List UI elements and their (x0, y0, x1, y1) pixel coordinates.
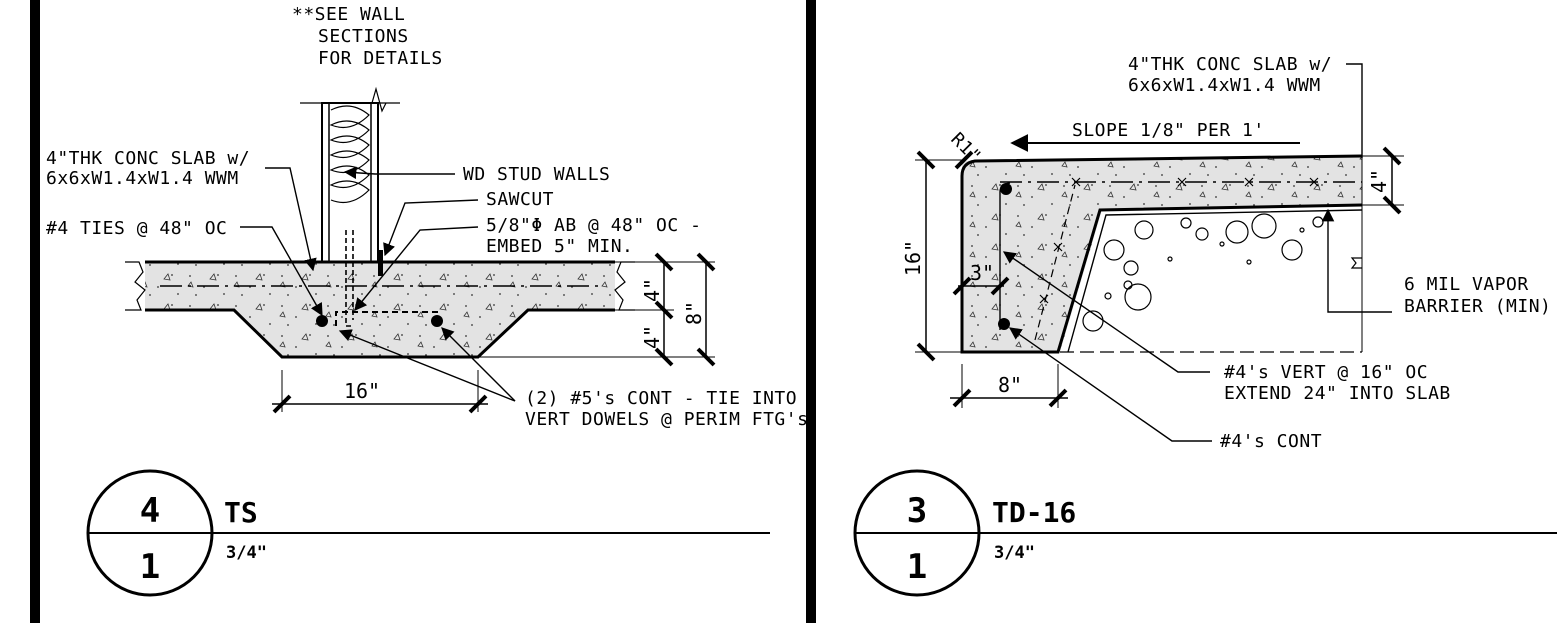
anchor-bolt (345, 230, 354, 327)
detail-4-title-block: 4 1 TS 3/4" (86, 469, 770, 597)
break-symbol-right (614, 261, 635, 311)
note-see-wall-line3: FOR DETAILS (318, 48, 443, 69)
note-ties: #4 TIES @ 48" OC (46, 218, 227, 239)
note-bars-line2: VERT DOWELS @ PERIM FTG's (525, 409, 808, 430)
detail-3-title-block: 3 1 TD-16 3/4" (853, 469, 1557, 597)
note-vapor-line1: 6 MIL VAPOR (1404, 274, 1529, 295)
leaders (240, 166, 516, 402)
mesh-x-marks (1039, 177, 1319, 304)
dim-ticks (654, 252, 716, 367)
detail-title: TS (224, 496, 258, 529)
dim-16-depth: 16" (901, 240, 925, 276)
note-vapor-line2: BARRIER (MIN) (1404, 296, 1551, 317)
turndown-footing (962, 156, 1362, 352)
detail-4-drawing (125, 86, 716, 414)
sheet-number: 1 (907, 547, 927, 587)
detail-number: 4 (140, 491, 160, 531)
detail-4-notes: **SEE WALL SECTIONS FOR DETAILS 4"THK CO… (46, 4, 808, 430)
note-cont: #4's CONT (1220, 431, 1322, 452)
detail-scale: 3/4" (994, 543, 1035, 563)
dim-4-top: 4" (640, 278, 664, 302)
note-slab-line2: 6x6xW1.4xW1.4 WWM (46, 168, 239, 189)
detail-number: 3 (907, 491, 927, 531)
gravel-fill (1082, 213, 1324, 332)
note-slab-line1: 4"THK CONC SLAB w/ (1128, 54, 1332, 75)
note-vert-line2: EXTEND 24" INTO SLAB (1224, 383, 1451, 404)
note-bolt-line1: 5/8"Φ AB @ 48" OC - (486, 215, 701, 236)
vapor-barrier (1067, 209, 1363, 353)
sheet-number: 1 (140, 547, 160, 587)
dim-8-total: 8" (682, 301, 706, 325)
dim-16-width: 16" (344, 379, 380, 403)
dim-4-bottom: 4" (640, 325, 664, 349)
note-slab-line1: 4"THK CONC SLAB w/ (46, 148, 250, 169)
note-bolt-line2: EMBED 5" MIN. (486, 236, 633, 257)
dim-ticks (916, 146, 1402, 408)
dim-4-slab: 4" (1367, 169, 1391, 193)
note-see-wall-line1: **SEE WALL (292, 4, 405, 25)
turndown-outline (960, 154, 1363, 354)
vert-dowel-dashed (1034, 184, 1076, 341)
detail-3-drawing (915, 63, 1404, 442)
note-slab-line2: 6x6xW1.4xW1.4 WWM (1128, 75, 1321, 96)
rebar-dot (431, 315, 443, 327)
break-symbol (371, 86, 387, 113)
dim-ticks (272, 394, 488, 414)
rebar-dot (316, 315, 328, 327)
ties (335, 311, 440, 326)
center-divider-bar (806, 0, 816, 623)
dim-8-width: 8" (998, 373, 1022, 397)
detail-title: TD-16 (992, 496, 1076, 529)
note-see-wall-line2: SECTIONS (318, 26, 409, 47)
note-sawcut: SAWCUT (486, 189, 554, 210)
sawcut (378, 250, 383, 276)
rebar-dot (1000, 183, 1012, 195)
left-border-bar (30, 0, 40, 623)
break-symbol-left (125, 261, 146, 311)
note-vert-line1: #4's VERT @ 16" OC (1224, 362, 1428, 383)
rebar-dot (998, 318, 1010, 330)
leaders (1002, 63, 1392, 442)
note-bars-line1: (2) #5's CONT - TIE INTO (525, 388, 797, 409)
dim-3-cover: 3" (970, 261, 994, 285)
wall-insulation (329, 105, 370, 203)
note-slope: SLOPE 1/8" PER 1' (1072, 120, 1265, 141)
break-symbol (1350, 257, 1362, 269)
detail-3-notes: 4"THK CONC SLAB w/ 6x6xW1.4xW1.4 WWM SLO… (901, 54, 1551, 452)
detail-scale: 3/4" (226, 543, 267, 563)
slab-bottom-edge (145, 308, 615, 359)
note-stud-walls: WD STUD WALLS (463, 164, 610, 185)
